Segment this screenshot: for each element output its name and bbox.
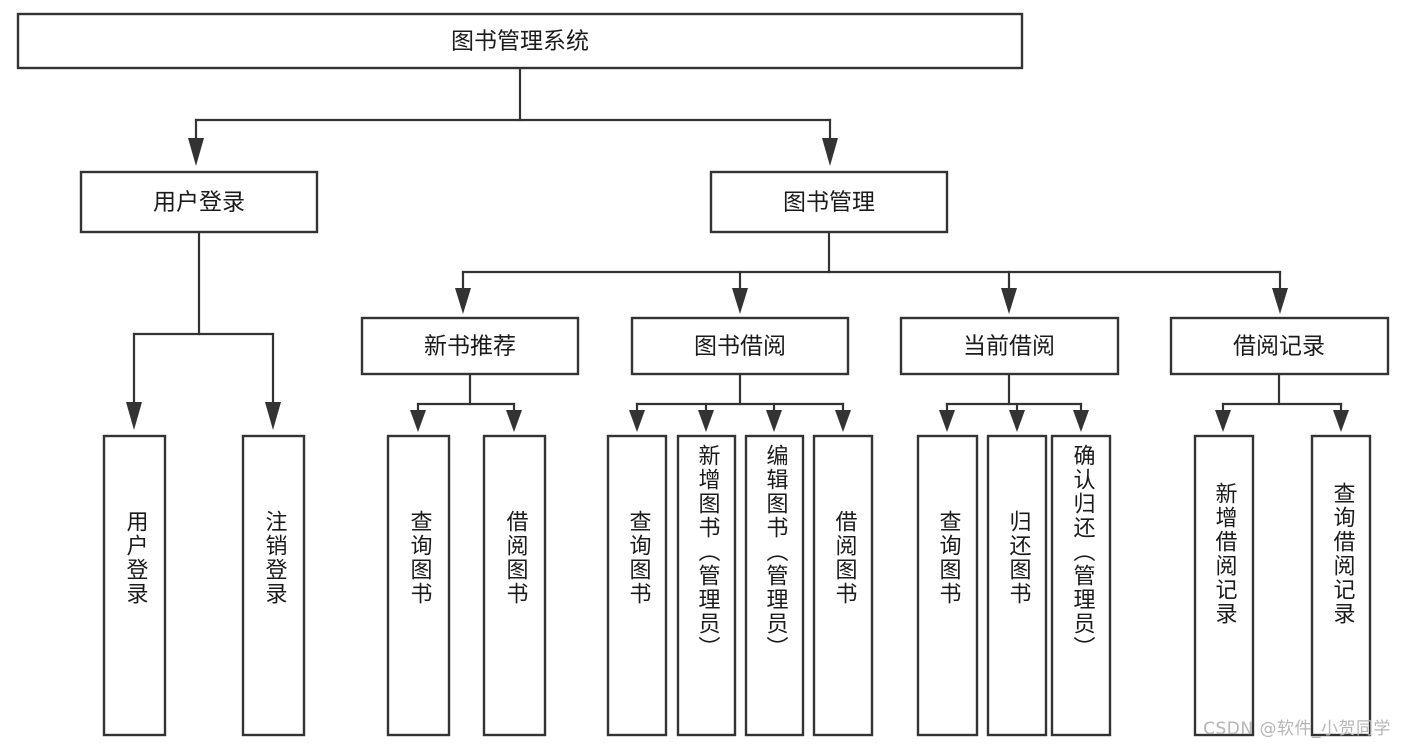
node-book-borrow[interactable]: 图书借阅 [630, 316, 850, 376]
arrow-to-user-login [188, 138, 204, 166]
arrow-borrow [732, 288, 748, 314]
leaf-box-logout[interactable] [241, 434, 306, 737]
csdn-watermark: CSDN @软件_小贺同学 [1203, 719, 1391, 739]
arrow-to-book-manage [822, 138, 838, 166]
node-root-label: 图书管理系统 [451, 29, 589, 55]
leaf-box-borrow-book-2[interactable] [812, 434, 874, 737]
leaf-box-user-login[interactable] [102, 434, 167, 737]
arrow-leaf-return-book [1009, 410, 1025, 432]
node-root-box[interactable] [16, 12, 1024, 70]
arrow-leaf-logout [265, 402, 281, 430]
leaf-box-borrow-book-1[interactable] [482, 434, 547, 737]
node-new-book-recommend[interactable]: 新书推荐 [360, 316, 580, 376]
arrow-leaf-borrow-book-2 [835, 410, 851, 432]
arrow-leaf-query-record [1333, 410, 1349, 432]
node-current-borrow-label: 当前借阅 [963, 334, 1055, 360]
arrow-borrow-record [1272, 288, 1288, 314]
arrow-leaf-add-record [1215, 410, 1231, 432]
arrow-leaf-user-login [126, 402, 142, 430]
arrow-leaf-query-book-2 [629, 410, 645, 432]
node-user-login[interactable]: 用户登录 [79, 170, 319, 234]
leaf-box-query-borrow-record[interactable] [1310, 434, 1372, 737]
leaf-box-query-book-2[interactable] [606, 434, 668, 737]
node-borrow-record-box[interactable] [1169, 316, 1390, 376]
node-book-borrow-box[interactable] [630, 316, 850, 376]
arrow-leaf-query-book-1 [410, 410, 426, 432]
leaf-box-confirm-return-admin[interactable] [1050, 434, 1112, 737]
node-borrow-record-label: 借阅记录 [1233, 334, 1325, 360]
node-book-management-box[interactable] [709, 170, 949, 234]
node-book-management[interactable]: 图书管理 [709, 170, 949, 234]
node-current-borrow[interactable]: 当前借阅 [899, 316, 1120, 376]
arrow-current-borrow [1001, 288, 1017, 314]
leaf-box-add-book-admin[interactable] [676, 434, 737, 737]
node-user-login-box[interactable] [79, 170, 319, 234]
node-root-book-management-system[interactable]: 图书管理系统 [16, 12, 1024, 70]
leaf-box-edit-book-admin[interactable] [744, 434, 805, 737]
arrow-leaf-edit-book [766, 410, 782, 432]
arrow-leaf-confirm-return [1073, 410, 1089, 432]
node-current-borrow-box[interactable] [899, 316, 1120, 376]
node-new-book-recommend-label: 新书推荐 [424, 334, 516, 360]
arrow-leaf-query-book-3 [939, 410, 955, 432]
leaf-box-return-book[interactable] [986, 434, 1048, 737]
arrow-leaf-borrow-book-1 [506, 410, 522, 432]
arrow-leaf-add-book [698, 410, 714, 432]
node-book-borrow-label: 图书借阅 [694, 334, 786, 360]
node-user-login-label: 用户登录 [153, 190, 245, 216]
arrow-newbook [455, 288, 471, 314]
node-new-book-recommend-box[interactable] [360, 316, 580, 376]
node-book-management-label: 图书管理 [783, 190, 875, 216]
leaf-box-add-borrow-record[interactable] [1193, 434, 1255, 737]
node-borrow-record[interactable]: 借阅记录 [1169, 316, 1390, 376]
connector-group [126, 66, 1349, 432]
leaf-box-query-book-1[interactable] [386, 434, 451, 737]
leaf-box-query-book-3[interactable] [916, 434, 979, 737]
